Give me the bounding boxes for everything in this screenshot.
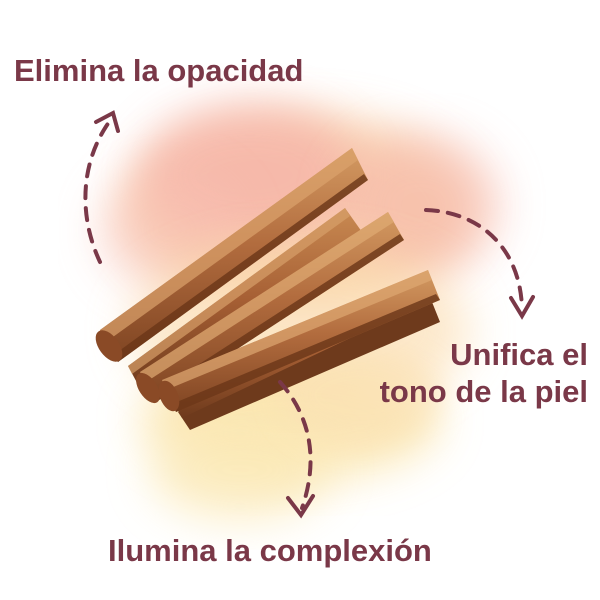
benefit-label-right-line1: Unifica el: [450, 337, 588, 372]
curved-arrow-down-icon: [424, 208, 535, 320]
benefit-label-top: Elimina la opacidad: [14, 53, 304, 88]
benefit-label-right-line2: tono de la piel: [379, 374, 588, 410]
curved-arrow-up-icon: [83, 110, 120, 264]
cinnamon-sticks: [95, 148, 440, 430]
cinnamon-stick: [158, 270, 440, 412]
cinnamon-stick: [95, 148, 368, 362]
benefit-label-right: Unifica el tono de la piel: [366, 336, 588, 410]
benefit-label-bottom: Ilumina la complexión: [108, 533, 432, 568]
curved-arrow-down-icon: [278, 380, 315, 519]
